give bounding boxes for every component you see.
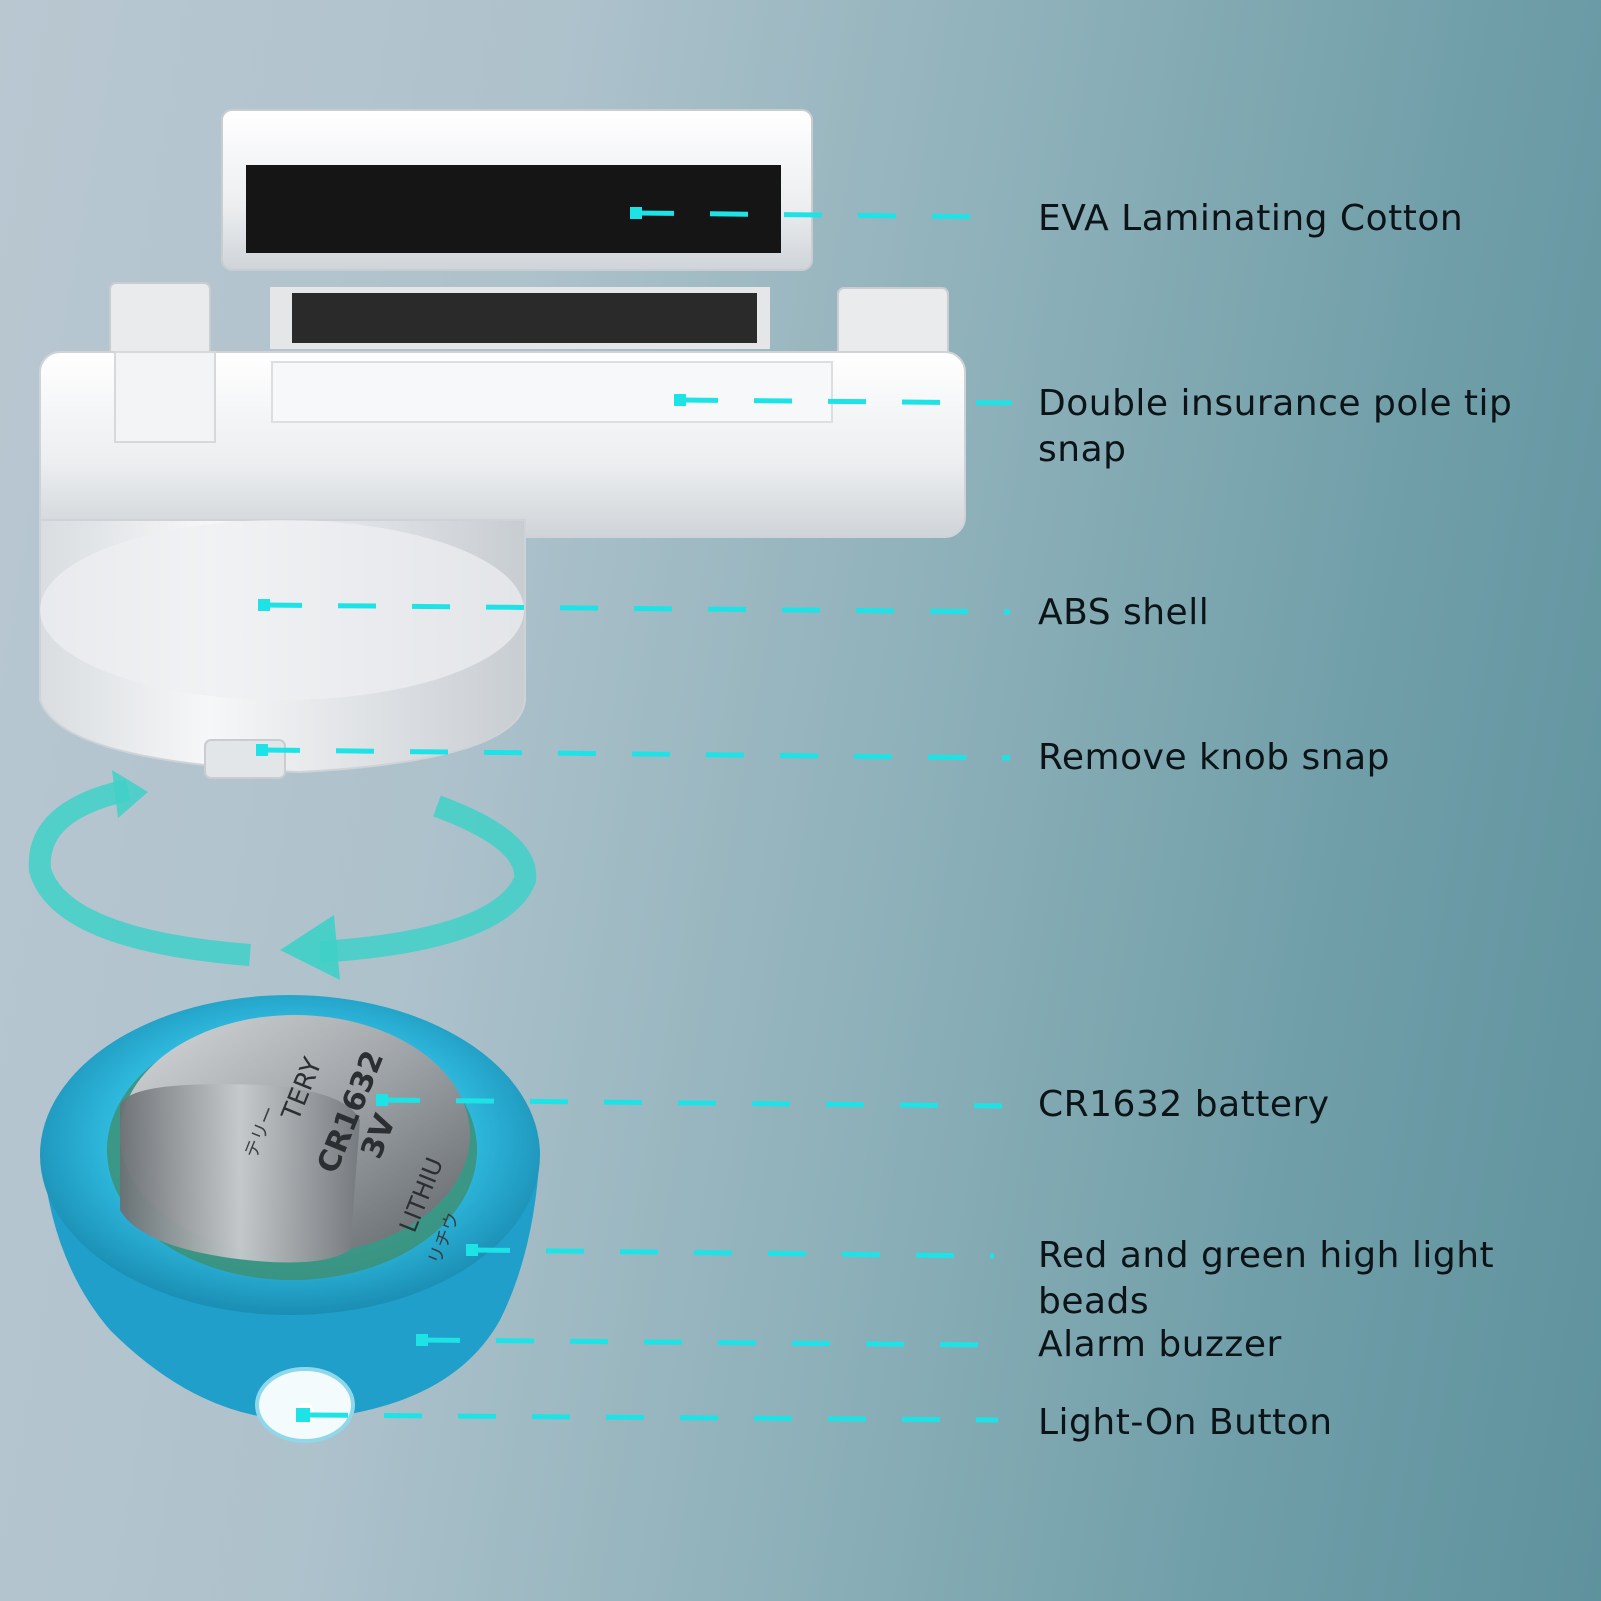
leader-knob-dot bbox=[256, 744, 268, 756]
light-cap: TERY CR1632 3V LITHIU リチウ テリー bbox=[40, 995, 540, 1443]
leader-knob bbox=[261, 747, 1011, 761]
label-cr1632-battery: CR1632 battery bbox=[1038, 1084, 1330, 1125]
leader-buzzer bbox=[421, 1337, 991, 1348]
leader-buzzer-dot bbox=[416, 1334, 428, 1346]
label-alarm-buzzer: Alarm buzzer bbox=[1038, 1324, 1282, 1365]
label-remove-knob-snap: Remove knob snap bbox=[1038, 737, 1391, 778]
leader-shell bbox=[263, 602, 1011, 615]
cylinder-rim bbox=[40, 520, 524, 700]
battery-clip bbox=[120, 1084, 360, 1263]
leader-eva bbox=[635, 210, 1005, 220]
eva-foam-pad-upper bbox=[246, 165, 781, 253]
label-light-beads: Red and green high light beads bbox=[1038, 1235, 1495, 1322]
leader-snap-dot bbox=[674, 394, 686, 406]
eva-foam-pad-lower-inner bbox=[292, 293, 757, 343]
label-abs-shell: ABS shell bbox=[1038, 592, 1210, 633]
leader-snap bbox=[679, 397, 1013, 406]
leader-shell-dot bbox=[258, 599, 270, 611]
leader-lines bbox=[256, 207, 1013, 1423]
knob-snap-tab bbox=[204, 739, 286, 779]
label-eva-laminating-cotton: EVA Laminating Cotton bbox=[1038, 198, 1464, 239]
arrowhead-upper bbox=[112, 770, 148, 818]
arrow-upper bbox=[28, 779, 251, 966]
rotate-arrows-icon bbox=[28, 770, 537, 980]
body-window bbox=[271, 361, 833, 423]
leader-button bbox=[309, 1412, 999, 1423]
leader-battery-dot bbox=[376, 1094, 388, 1106]
body-ridge-left bbox=[114, 351, 216, 443]
leader-button-dot bbox=[296, 1408, 310, 1422]
arrow-lower bbox=[319, 795, 537, 963]
label-double-insurance-snap: Double insurance pole tip snap bbox=[1038, 383, 1513, 470]
leader-battery bbox=[381, 1097, 1003, 1109]
label-light-on-button: Light-On Button bbox=[1038, 1402, 1333, 1443]
leader-beads-dot bbox=[466, 1244, 478, 1256]
housing-assembly bbox=[39, 109, 966, 779]
leader-beads bbox=[471, 1247, 995, 1259]
leader-eva-dot bbox=[630, 207, 642, 219]
arrowhead-lower bbox=[280, 915, 340, 980]
